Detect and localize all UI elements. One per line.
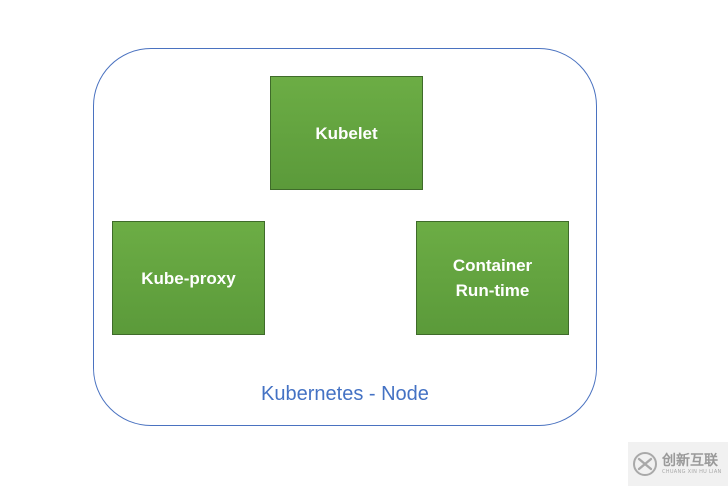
kube-proxy-box: Kube-proxy bbox=[112, 221, 265, 335]
container-runtime-label: Container Run-time bbox=[452, 256, 533, 300]
watermark: 创新互联 CHUANG XIN HU LIAN bbox=[628, 442, 728, 486]
container-runtime-box: Container Run-time bbox=[416, 221, 569, 335]
node-frame bbox=[93, 48, 597, 426]
kubelet-box: Kubelet bbox=[270, 76, 423, 190]
brand-logo-icon bbox=[633, 452, 657, 476]
node-caption: Kubernetes - Node bbox=[261, 383, 429, 405]
watermark-brand: 创新互联 bbox=[662, 452, 718, 469]
kubelet-label: Kubelet bbox=[315, 123, 378, 143]
kube-proxy-label: Kube-proxy bbox=[141, 268, 236, 288]
watermark-subtext: CHUANG XIN HU LIAN bbox=[662, 468, 722, 475]
